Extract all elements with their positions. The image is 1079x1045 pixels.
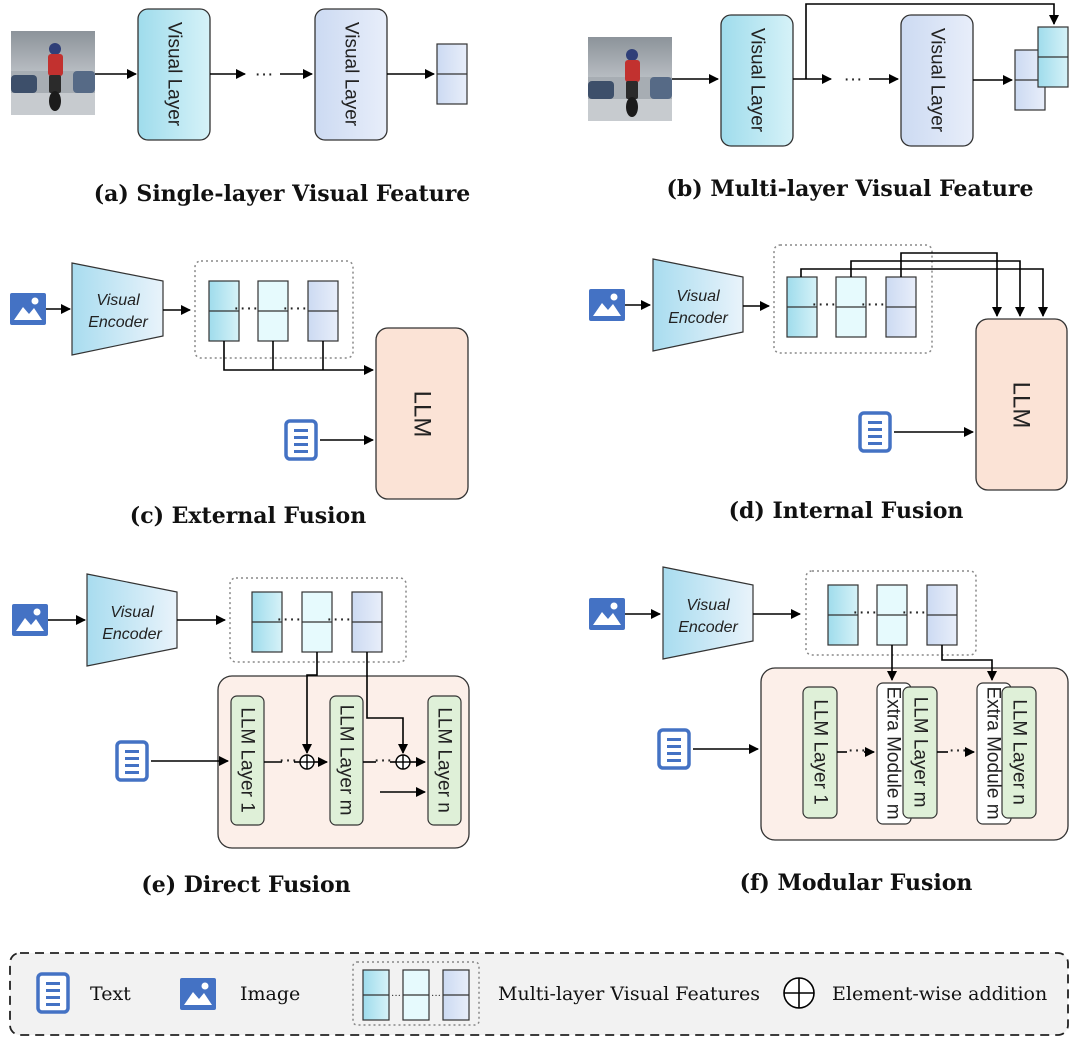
legend-features-group — [352, 961, 480, 1026]
llm-layer-n — [1001, 686, 1037, 819]
image-icon — [12, 604, 48, 636]
svg-text:···: ··· — [848, 740, 867, 761]
caption-c: (c) External Fusion — [130, 503, 366, 529]
encoder-label-1: Visual — [110, 604, 154, 621]
visual-layer-label: Visual Layer — [341, 22, 362, 127]
feature-group — [229, 577, 407, 663]
caption-d: (d) Internal Fusion — [729, 498, 964, 524]
legend-text: Text — [90, 983, 131, 1005]
caption-f: (f) Modular Fusion — [740, 870, 973, 896]
caption-a: (a) Single-layer Visual Feature — [94, 181, 471, 207]
image-icon — [589, 289, 625, 321]
panel-e: Visual Encoder ····· ····· LLM Layer 1 L… — [12, 573, 470, 898]
text-icon — [115, 740, 149, 782]
svg-text:·····: ····· — [326, 609, 358, 630]
svg-text:···: ··· — [949, 740, 968, 761]
ellipsis: ··· — [255, 64, 274, 85]
svg-text:LLM Layer n: LLM Layer n — [434, 707, 455, 813]
addition-icon — [783, 977, 815, 1009]
text-icon — [36, 972, 70, 1014]
encoder-label-1: Visual — [96, 292, 140, 309]
addition-op — [395, 754, 411, 770]
panel-a: Visual Layer ··· Visual Layer (a) Single… — [11, 8, 471, 207]
text-icon — [657, 728, 691, 770]
text-icon — [284, 419, 318, 461]
panel-f: Visual Encoder ····· ····· LLM Layer 1 E… — [589, 566, 1069, 896]
visual-layer-box — [720, 14, 794, 147]
caption-e: (e) Direct Fusion — [141, 872, 350, 898]
visual-encoder — [662, 566, 754, 660]
svg-text:LLM Layer n: LLM Layer n — [1009, 699, 1030, 805]
visual-layer-label: Visual Layer — [927, 28, 948, 133]
panel-d: Visual Encoder ····· ····· LLM (d) Inter… — [589, 244, 1068, 524]
caption-b: (b) Multi-layer Visual Feature — [667, 176, 1034, 202]
svg-text:···: ··· — [431, 991, 441, 1002]
svg-text:Extra Module m: Extra Module m — [883, 686, 904, 819]
svg-text:···: ··· — [279, 750, 298, 771]
visual-layer-label: Visual Layer — [164, 22, 185, 127]
svg-text:LLM Layer m: LLM Layer m — [910, 697, 931, 808]
image-icon — [180, 978, 216, 1010]
svg-text:·····: ····· — [233, 298, 265, 319]
svg-text:···: ··· — [391, 991, 401, 1002]
llm-box — [975, 318, 1068, 491]
encoder-label-1: Visual — [686, 597, 730, 614]
svg-text:·····: ····· — [860, 294, 892, 315]
svg-text:·····: ····· — [811, 294, 843, 315]
llm-layer-m — [329, 695, 364, 826]
feature-group — [805, 570, 977, 656]
visual-encoder — [652, 258, 744, 352]
encoder-label-2: Encoder — [678, 619, 738, 636]
svg-text:···: ··· — [374, 750, 393, 771]
svg-text:LLM Layer m: LLM Layer m — [336, 705, 357, 816]
panel-b: Visual Layer ··· Visual Layer (b) Multi-… — [588, 3, 1069, 202]
svg-text:Extra Module m: Extra Module m — [983, 686, 1004, 819]
svg-text:·····: ····· — [282, 298, 314, 319]
input-photo — [11, 31, 95, 115]
legend-box — [9, 952, 1069, 1036]
legend-features: Multi-layer Visual Features — [498, 983, 760, 1005]
svg-text:LLM Layer 1: LLM Layer 1 — [237, 707, 258, 813]
svg-text:·····: ····· — [852, 602, 884, 623]
encoder-label-2: Encoder — [102, 626, 162, 643]
svg-text:LLM Layer 1: LLM Layer 1 — [810, 699, 831, 805]
ellipsis: ··· — [844, 69, 863, 90]
visual-layer-label: Visual Layer — [747, 28, 768, 133]
visual-encoder — [71, 262, 164, 356]
image-icon — [10, 293, 46, 325]
image-icon — [589, 598, 625, 630]
legend-addition: Element-wise addition — [832, 983, 1047, 1005]
text-icon — [858, 411, 892, 453]
llm-label: LLM — [1008, 382, 1035, 429]
input-photo — [588, 37, 672, 121]
legend-image: Image — [240, 983, 300, 1005]
llm-layer-n — [427, 695, 462, 826]
legend: Text Image ··· ··· Multi-layer Visual Fe… — [9, 952, 1069, 1036]
svg-text:·····: ····· — [276, 609, 308, 630]
encoder-label-1: Visual — [676, 288, 720, 305]
encoder-label-2: Encoder — [668, 310, 728, 327]
panel-c: Visual Encoder ····· ····· LLM (c) Exter… — [10, 260, 469, 529]
visual-encoder — [86, 573, 178, 667]
svg-text:·····: ····· — [901, 602, 933, 623]
llm-box — [375, 327, 469, 500]
llm-layer-1 — [230, 695, 265, 826]
addition-op — [299, 754, 315, 770]
encoder-label-2: Encoder — [88, 314, 148, 331]
llm-label: LLM — [409, 391, 436, 438]
